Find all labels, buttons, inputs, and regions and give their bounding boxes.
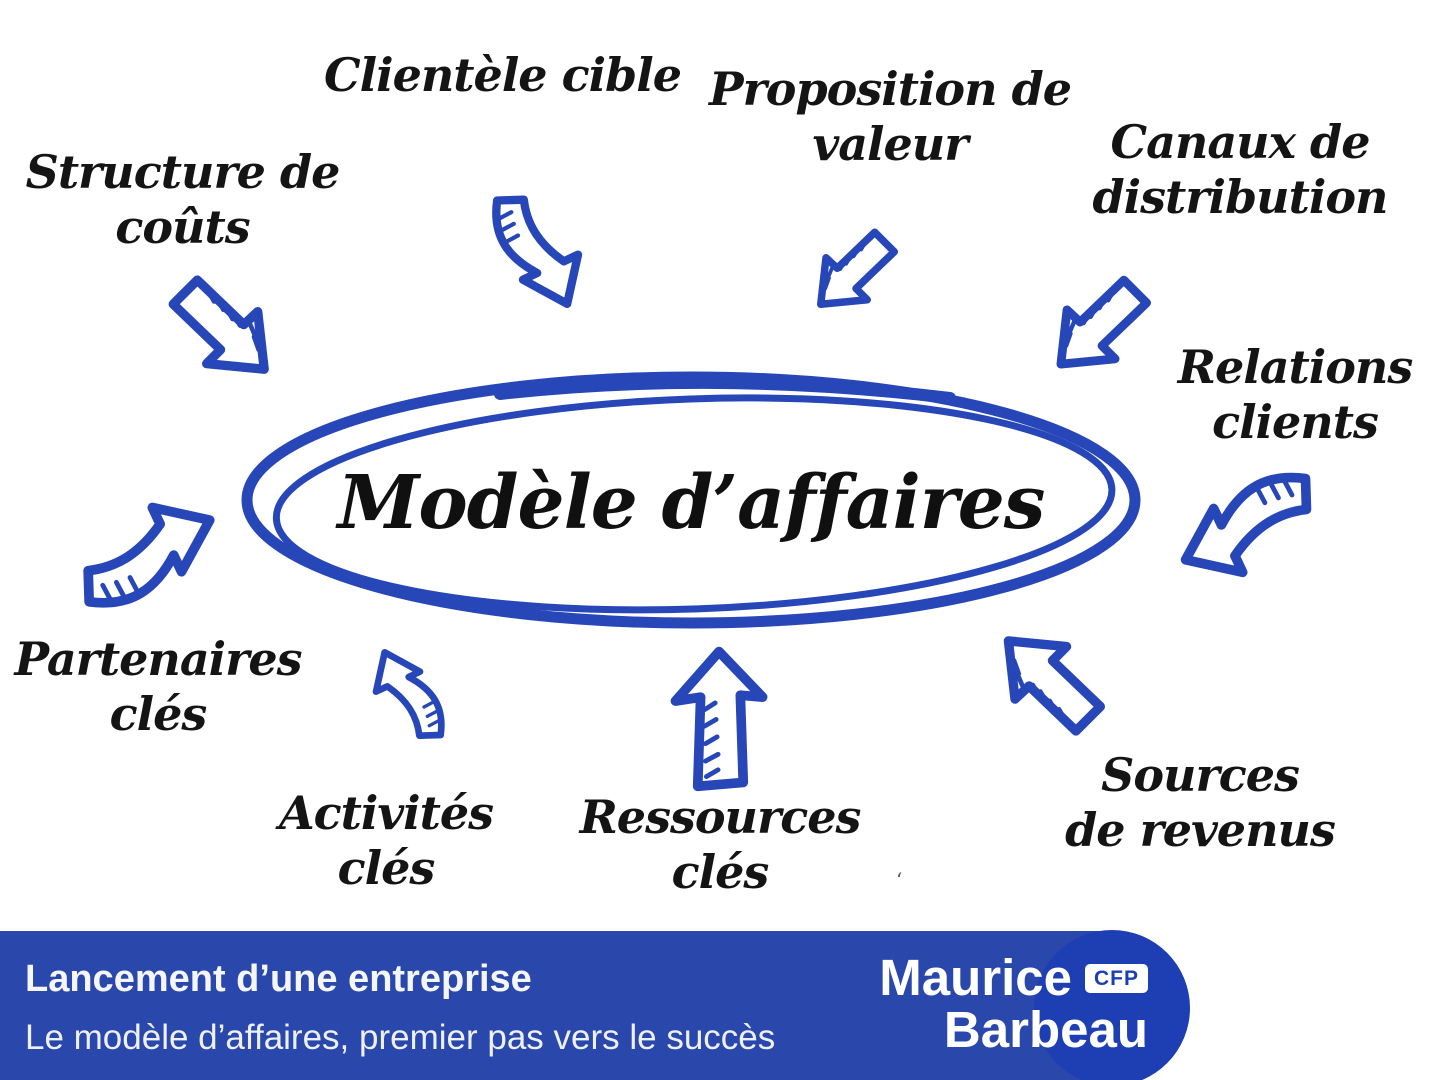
node-line: Partenaires	[14, 632, 302, 686]
arrow-clientele-cible-icon	[486, 156, 611, 346]
node-line: clés	[671, 845, 770, 900]
node-partenaires-cles: Partenaires clés	[0, 632, 316, 742]
center-title: Modèle d’affaires	[337, 460, 1046, 546]
arrow-proposition-de-valeur-icon	[790, 200, 910, 350]
node-line: distribution	[1092, 170, 1389, 225]
node-line: valeur	[812, 117, 969, 172]
node-line: Relations	[1177, 340, 1414, 394]
arrow-canaux-de-distribution-icon	[1025, 245, 1165, 415]
logo-circle	[1034, 930, 1190, 1080]
node-line: Activités	[278, 786, 494, 840]
arrow-partenaires-cles-icon	[60, 465, 235, 620]
footer-subtitle: Le modèle d’affaires, premier pas vers l…	[25, 1018, 776, 1057]
arrow-relations-clients-icon	[1160, 465, 1335, 610]
logo-name-line1: Maurice	[879, 949, 1072, 1006]
node-line: Ressources	[579, 790, 862, 844]
node-line: de revenus	[1065, 803, 1336, 858]
node-sources-de-revenus: Sources de revenus	[1040, 748, 1360, 858]
node-relations-clients: Relations clients	[1150, 340, 1440, 450]
node-line: clés	[337, 841, 436, 896]
node-line: coûts	[115, 200, 250, 255]
maurice-barbeau-logo: Maurice CFP Barbeau	[879, 949, 1148, 1059]
center-ellipse	[241, 371, 1141, 629]
node-line: Proposition de	[708, 62, 1072, 116]
node-line: Clientèle cible	[324, 48, 682, 102]
footer-bar	[0, 931, 1112, 1080]
node-line: Sources	[1101, 748, 1300, 802]
arrow-activites-cles-icon	[350, 605, 450, 785]
cfp-badge: CFP	[1085, 963, 1148, 993]
node-line: Canaux de	[1110, 115, 1371, 169]
stray-mark: ‘	[896, 868, 903, 892]
node-line: clients	[1212, 395, 1379, 450]
arrow-structure-de-couts-icon	[153, 268, 303, 398]
node-canaux-de-distribution: Canaux de distribution	[1085, 115, 1395, 225]
arrow-ressources-cles-icon	[660, 640, 780, 795]
node-line: clés	[109, 687, 208, 742]
arrow-sources-de-revenus-icon	[970, 605, 1120, 750]
node-line: Structure de	[25, 145, 341, 199]
logo-name-line2: Barbeau	[943, 1001, 1148, 1059]
footer-title: Lancement d’une entreprise	[25, 958, 532, 1000]
node-ressources-cles: Ressources clés	[555, 790, 885, 900]
node-proposition-de-valeur: Proposition de valeur	[700, 62, 1080, 172]
node-clientele-cible: Clientèle cible	[315, 48, 690, 103]
node-structure-de-couts: Structure de coûts	[15, 145, 350, 255]
node-activites-cles: Activités clés	[226, 786, 546, 896]
